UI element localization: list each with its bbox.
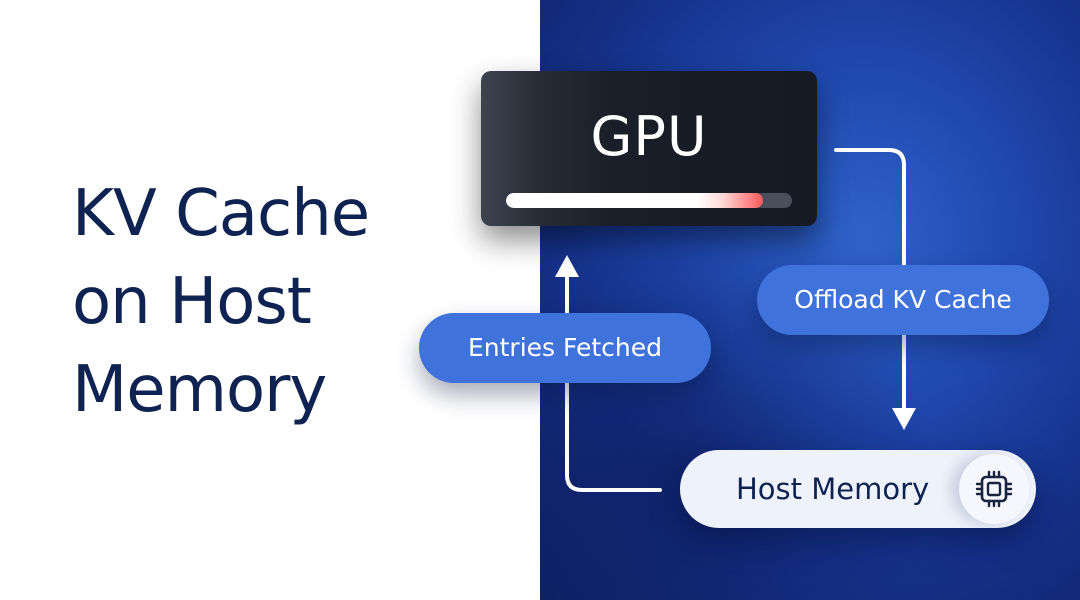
gpu-usage-fill <box>506 193 764 208</box>
gpu-usage-bar <box>506 193 792 208</box>
host-memory-label: Host Memory <box>736 472 930 506</box>
headline-line-1: KV Cache <box>72 177 370 251</box>
headline-line-3: Memory <box>72 353 327 427</box>
left-panel: KV Cache on Host Memory <box>72 170 371 434</box>
gpu-label: GPU <box>590 105 708 168</box>
headline: KV Cache on Host Memory <box>72 170 370 434</box>
gpu-card: GPU <box>481 71 817 226</box>
entries-fetched-pill: Entries Fetched <box>419 313 711 383</box>
chip-icon <box>975 470 1013 508</box>
headline-line-2: on Host <box>72 265 312 339</box>
host-memory-card: Host Memory <box>680 450 1036 528</box>
offload-kv-cache-pill: Offload KV Cache <box>757 265 1049 335</box>
chip-badge <box>959 454 1029 524</box>
